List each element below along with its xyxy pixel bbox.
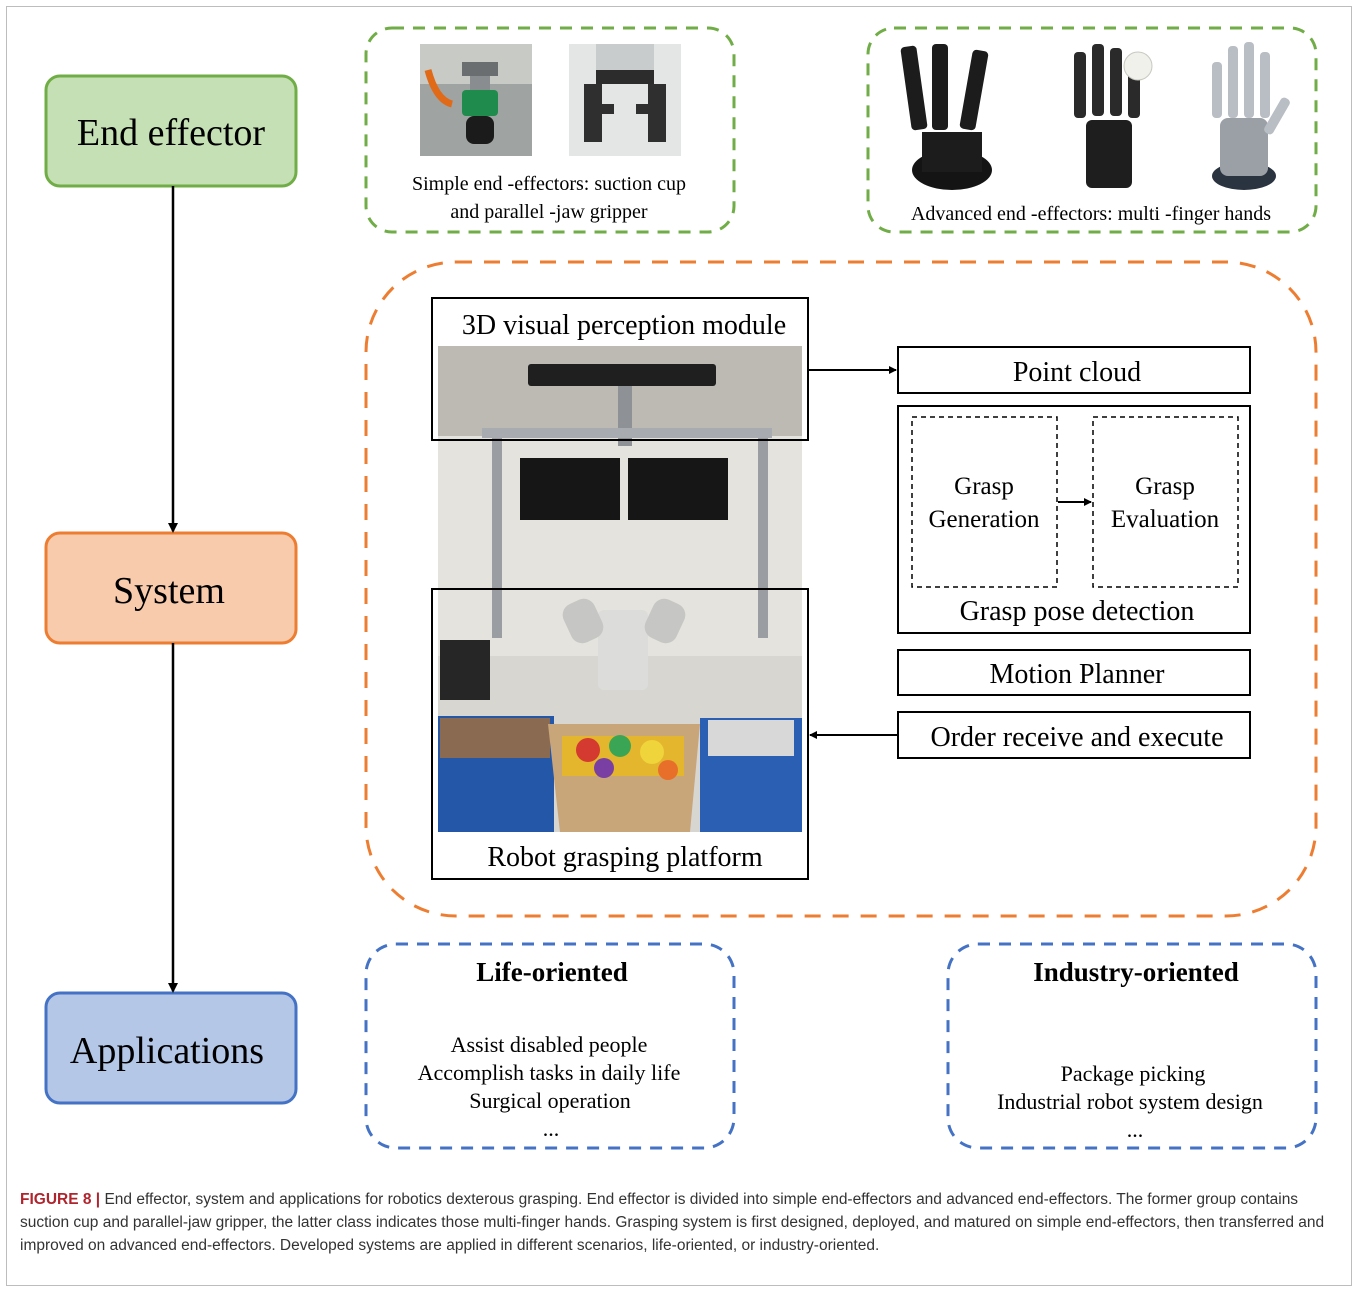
life-oriented-title: Life-oriented: [476, 957, 627, 987]
life-oriented-item: Assist disabled people: [451, 1032, 648, 1057]
simple-effectors-label-2: and parallel -jaw gripper: [450, 201, 647, 223]
grasp-evaluation-label-2: Evaluation: [1111, 506, 1220, 533]
advanced-effectors-group: Advanced end -effectors: multi -finger h…: [866, 26, 1318, 234]
dexterous-hand-image: [1074, 44, 1153, 188]
grasp-generation-label-1: Grasp: [954, 473, 1014, 500]
order-receive-label: Order receive and execute: [930, 722, 1223, 753]
life-oriented-item: Surgical operation: [469, 1088, 631, 1113]
perception-module-label: 3D visual perception module: [462, 310, 786, 341]
simple-effectors-group: Simple end -effectors: suction cup and p…: [364, 26, 736, 234]
grasp-pose-detection-box: Grasp Generation Grasp Evaluation Grasp …: [897, 405, 1251, 634]
grasp-generation-label-2: Generation: [928, 506, 1040, 533]
motion-planner-label: Motion Planner: [990, 659, 1166, 690]
parallel-jaw-gripper-image: [569, 44, 681, 156]
industry-oriented-group: Industry-oriented Package picking Indust…: [946, 942, 1318, 1150]
grasp-evaluation-box: [1092, 416, 1239, 588]
grasping-platform-box: Robot grasping platform: [431, 588, 809, 880]
industry-oriented-title: Industry-oriented: [1033, 957, 1239, 987]
perception-module-box: 3D visual perception module: [431, 297, 809, 441]
industry-oriented-item: ...: [1127, 1117, 1144, 1142]
point-cloud-box: Point cloud: [897, 346, 1251, 394]
applications-node: Applications: [44, 991, 298, 1105]
industry-oriented-item: Industrial robot system design: [997, 1089, 1263, 1114]
three-finger-hand-image: [900, 44, 992, 190]
advanced-effectors-label: Advanced end -effectors: multi -finger h…: [911, 203, 1271, 225]
end-effector-node: End effector: [44, 74, 298, 188]
figure-caption: FIGURE 8 | End effector, system and appl…: [20, 1188, 1340, 1257]
motion-planner-box: Motion Planner: [897, 649, 1251, 696]
grasp-evaluation-label-1: Grasp: [1135, 473, 1195, 500]
grasping-platform-label: Robot grasping platform: [487, 842, 763, 873]
industry-oriented-item: Package picking: [1061, 1061, 1206, 1086]
system-label: System: [113, 570, 225, 612]
life-oriented-group: Life-oriented Assist disabled people Acc…: [364, 942, 736, 1150]
simple-effectors-label-1: Simple end -effectors: suction cup: [412, 173, 686, 195]
diagram: End effector System Applications: [44, 26, 1318, 1150]
life-oriented-item: ...: [543, 1116, 560, 1141]
system-region: [364, 260, 1318, 918]
caption-label: FIGURE 8 |: [20, 1191, 101, 1208]
grasp-generation-box: [911, 416, 1058, 588]
figure-frame: [6, 6, 1352, 1286]
grasp-pose-detection-label: Grasp pose detection: [960, 596, 1195, 627]
system-node: System: [44, 531, 298, 645]
humanoid-hand-image: [1212, 42, 1290, 190]
applications-label: Applications: [70, 1030, 264, 1072]
suction-cup-image: [420, 44, 532, 156]
life-oriented-item: Accomplish tasks in daily life: [418, 1060, 681, 1085]
point-cloud-label: Point cloud: [1013, 357, 1141, 388]
caption-text: End effector, system and applications fo…: [20, 1191, 1325, 1254]
end-effector-label: End effector: [77, 112, 265, 154]
order-receive-box: Order receive and execute: [897, 711, 1251, 759]
